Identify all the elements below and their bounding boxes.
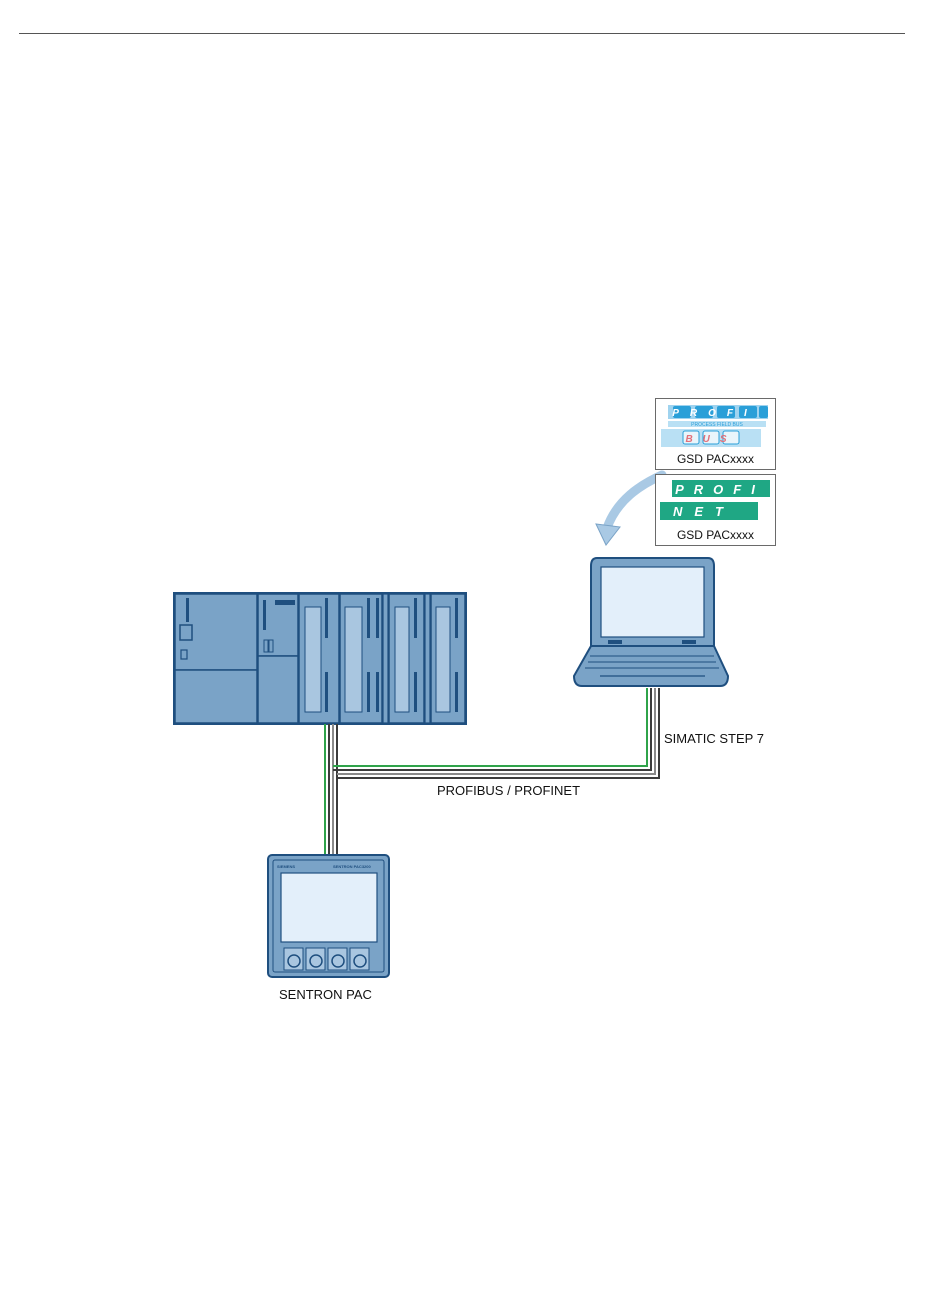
import-arrow — [607, 475, 662, 528]
device-header-right: SENTRON PAC3200 — [333, 864, 371, 869]
profinet-logo: PROFI NET — [656, 475, 775, 527]
profibus-logo: PROFI PROCESS FIELD BUS BUS — [656, 399, 775, 451]
gsd-profinet-caption: GSD PACxxxx — [656, 528, 775, 542]
gsd-profinet-box: PROFI NET GSD PACxxxx — [655, 474, 776, 546]
import-arrow-head — [596, 524, 620, 545]
laptop-icon — [574, 558, 728, 686]
io-modules — [299, 594, 465, 723]
label-bus: PROFIBUS / PROFINET — [437, 783, 580, 798]
profinet-logo-top: PROFI — [675, 482, 765, 497]
profibus-logo-top: PROFI — [672, 408, 758, 419]
profibus-logo-mid: PROCESS FIELD BUS — [691, 422, 743, 428]
sentron-pac-device: SIEMENS SENTRON PAC3200 — [268, 855, 389, 977]
gsd-profibus-box: PROFI PROCESS FIELD BUS BUS GSD PACxxxx — [655, 398, 776, 470]
profinet-logo-bottom: NET — [673, 504, 735, 519]
label-simatic-step7: SIMATIC STEP 7 — [664, 731, 764, 746]
plc-rack — [174, 593, 466, 724]
gsd-profibus-caption: GSD PACxxxx — [656, 452, 775, 466]
device-header-left: SIEMENS — [277, 864, 295, 869]
power-supply-module — [175, 594, 257, 723]
label-sentron-pac: SENTRON PAC — [279, 987, 372, 1002]
profibus-logo-bottom: BUS — [685, 434, 736, 445]
cpu-module — [258, 594, 298, 723]
